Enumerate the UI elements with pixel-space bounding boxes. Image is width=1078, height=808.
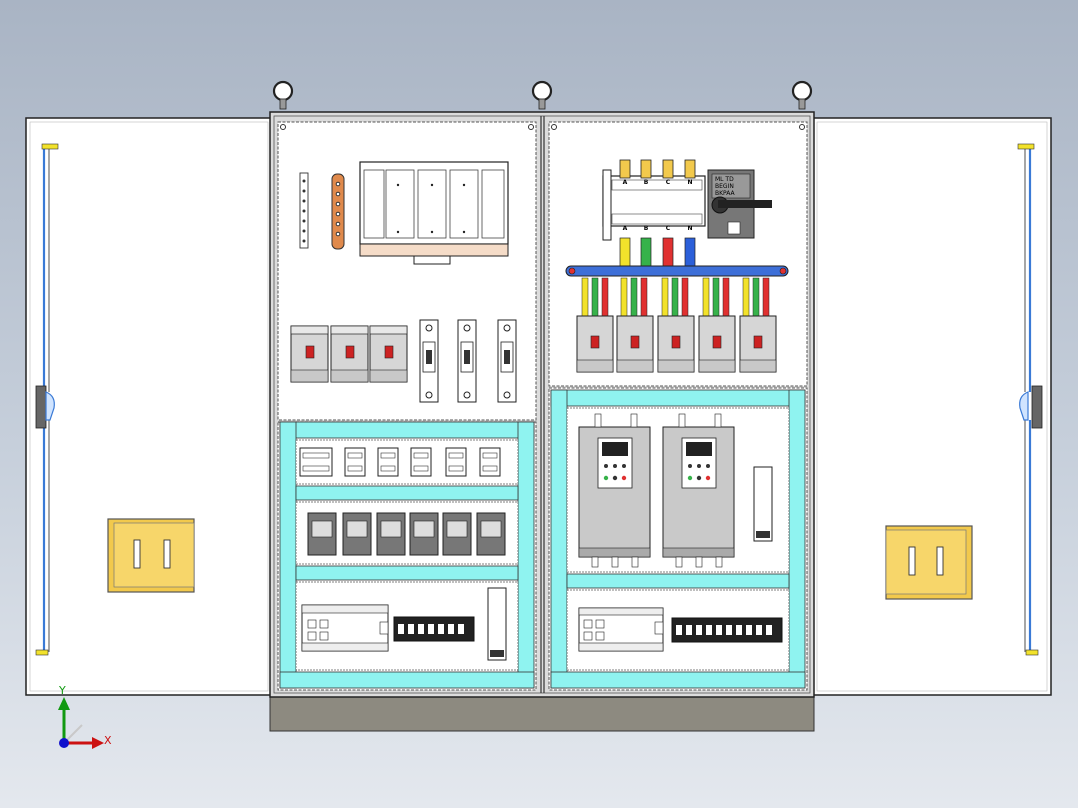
- left-door-handle[interactable]: [107, 518, 195, 593]
- switch-nameplate-line: BKPAA: [715, 190, 736, 197]
- left-cable-duct: [279, 421, 535, 689]
- feeder-breaker: [698, 315, 736, 373]
- circuit-breaker: [290, 325, 329, 383]
- circuit-breaker-row-left: [290, 325, 408, 383]
- phase-label-bottom: B: [644, 225, 649, 232]
- contactor: [307, 512, 337, 556]
- relay-module: [410, 447, 432, 477]
- axis-triad: Y X: [58, 684, 112, 749]
- phase-label-bottom: A: [623, 225, 628, 232]
- switch-nameplate-line: BEGIN: [715, 183, 734, 190]
- right-door-locking-rod: [1017, 143, 1043, 656]
- main-switch-block: [359, 161, 509, 265]
- relay-module: [479, 447, 501, 477]
- plc-controller: [578, 607, 664, 652]
- left-door[interactable]: [25, 117, 273, 696]
- feeder-breaker: [739, 315, 777, 373]
- fuse-holder: [457, 319, 477, 403]
- contactor: [409, 512, 439, 556]
- feeder-breaker: [576, 315, 614, 373]
- switch-operating-handle[interactable]: ML TD BEGIN BKPAA: [707, 169, 772, 239]
- lifting-eye-center: [531, 80, 553, 110]
- relay-module: [299, 447, 333, 477]
- plc-controller: [301, 604, 389, 652]
- fuse-holder: [419, 319, 439, 403]
- phase-label-top: C: [666, 179, 671, 186]
- phase-label-top: B: [644, 179, 649, 186]
- variable-frequency-drive: [662, 413, 735, 568]
- left-door-locking-rod: [35, 143, 59, 656]
- right-din-rail-row: [566, 589, 790, 671]
- phase-conductors: [619, 237, 696, 271]
- phase-label-bottom: C: [666, 225, 671, 232]
- horizontal-busbar: [565, 265, 789, 277]
- feeder-breaker: [657, 315, 695, 373]
- terminal-block-strip: [393, 616, 475, 642]
- circuit-breaker: [369, 325, 408, 383]
- contactor: [376, 512, 406, 556]
- terminal-block-strip: [671, 617, 783, 643]
- vfd-section: [566, 407, 790, 573]
- vertical-terminal-strip: [299, 172, 309, 249]
- ground-busbar: [331, 173, 345, 250]
- relay-module: [377, 447, 399, 477]
- lifting-eye-left: [272, 80, 294, 110]
- fuse-holder-row: [419, 319, 517, 403]
- circuit-breaker: [330, 325, 369, 383]
- right-door[interactable]: [812, 117, 1052, 696]
- right-door-handle[interactable]: [885, 525, 973, 600]
- transfer-switch: A B C N A B C N ML TD BEGIN BKPAA: [602, 159, 772, 241]
- axis-y-label: Y: [58, 684, 66, 697]
- phase-label-top: N: [687, 179, 692, 186]
- contactor: [342, 512, 372, 556]
- lifting-eye-right: [791, 80, 813, 110]
- switch-nameplate-line: ML TD: [715, 176, 734, 183]
- din-rail-row-2: [295, 501, 519, 565]
- variable-frequency-drive: [578, 413, 651, 568]
- power-supply-module: [753, 466, 773, 542]
- axis-x-label: X: [104, 734, 112, 747]
- feeder-breaker-row: [576, 315, 777, 373]
- contactor: [442, 512, 472, 556]
- right-cable-duct: [550, 389, 806, 689]
- feeder-conductors: [581, 277, 770, 319]
- feeder-breaker: [616, 315, 654, 373]
- din-rail-row-1: [295, 439, 519, 485]
- din-rail-row-3: [295, 581, 519, 671]
- phase-label-bottom: N: [687, 225, 692, 232]
- fuse-holder: [497, 319, 517, 403]
- cabinet-plinth: [269, 696, 815, 732]
- phase-label-top: A: [623, 179, 628, 186]
- contactor: [476, 512, 506, 556]
- relay-module: [445, 447, 467, 477]
- power-supply: [487, 587, 507, 661]
- relay-module: [344, 447, 366, 477]
